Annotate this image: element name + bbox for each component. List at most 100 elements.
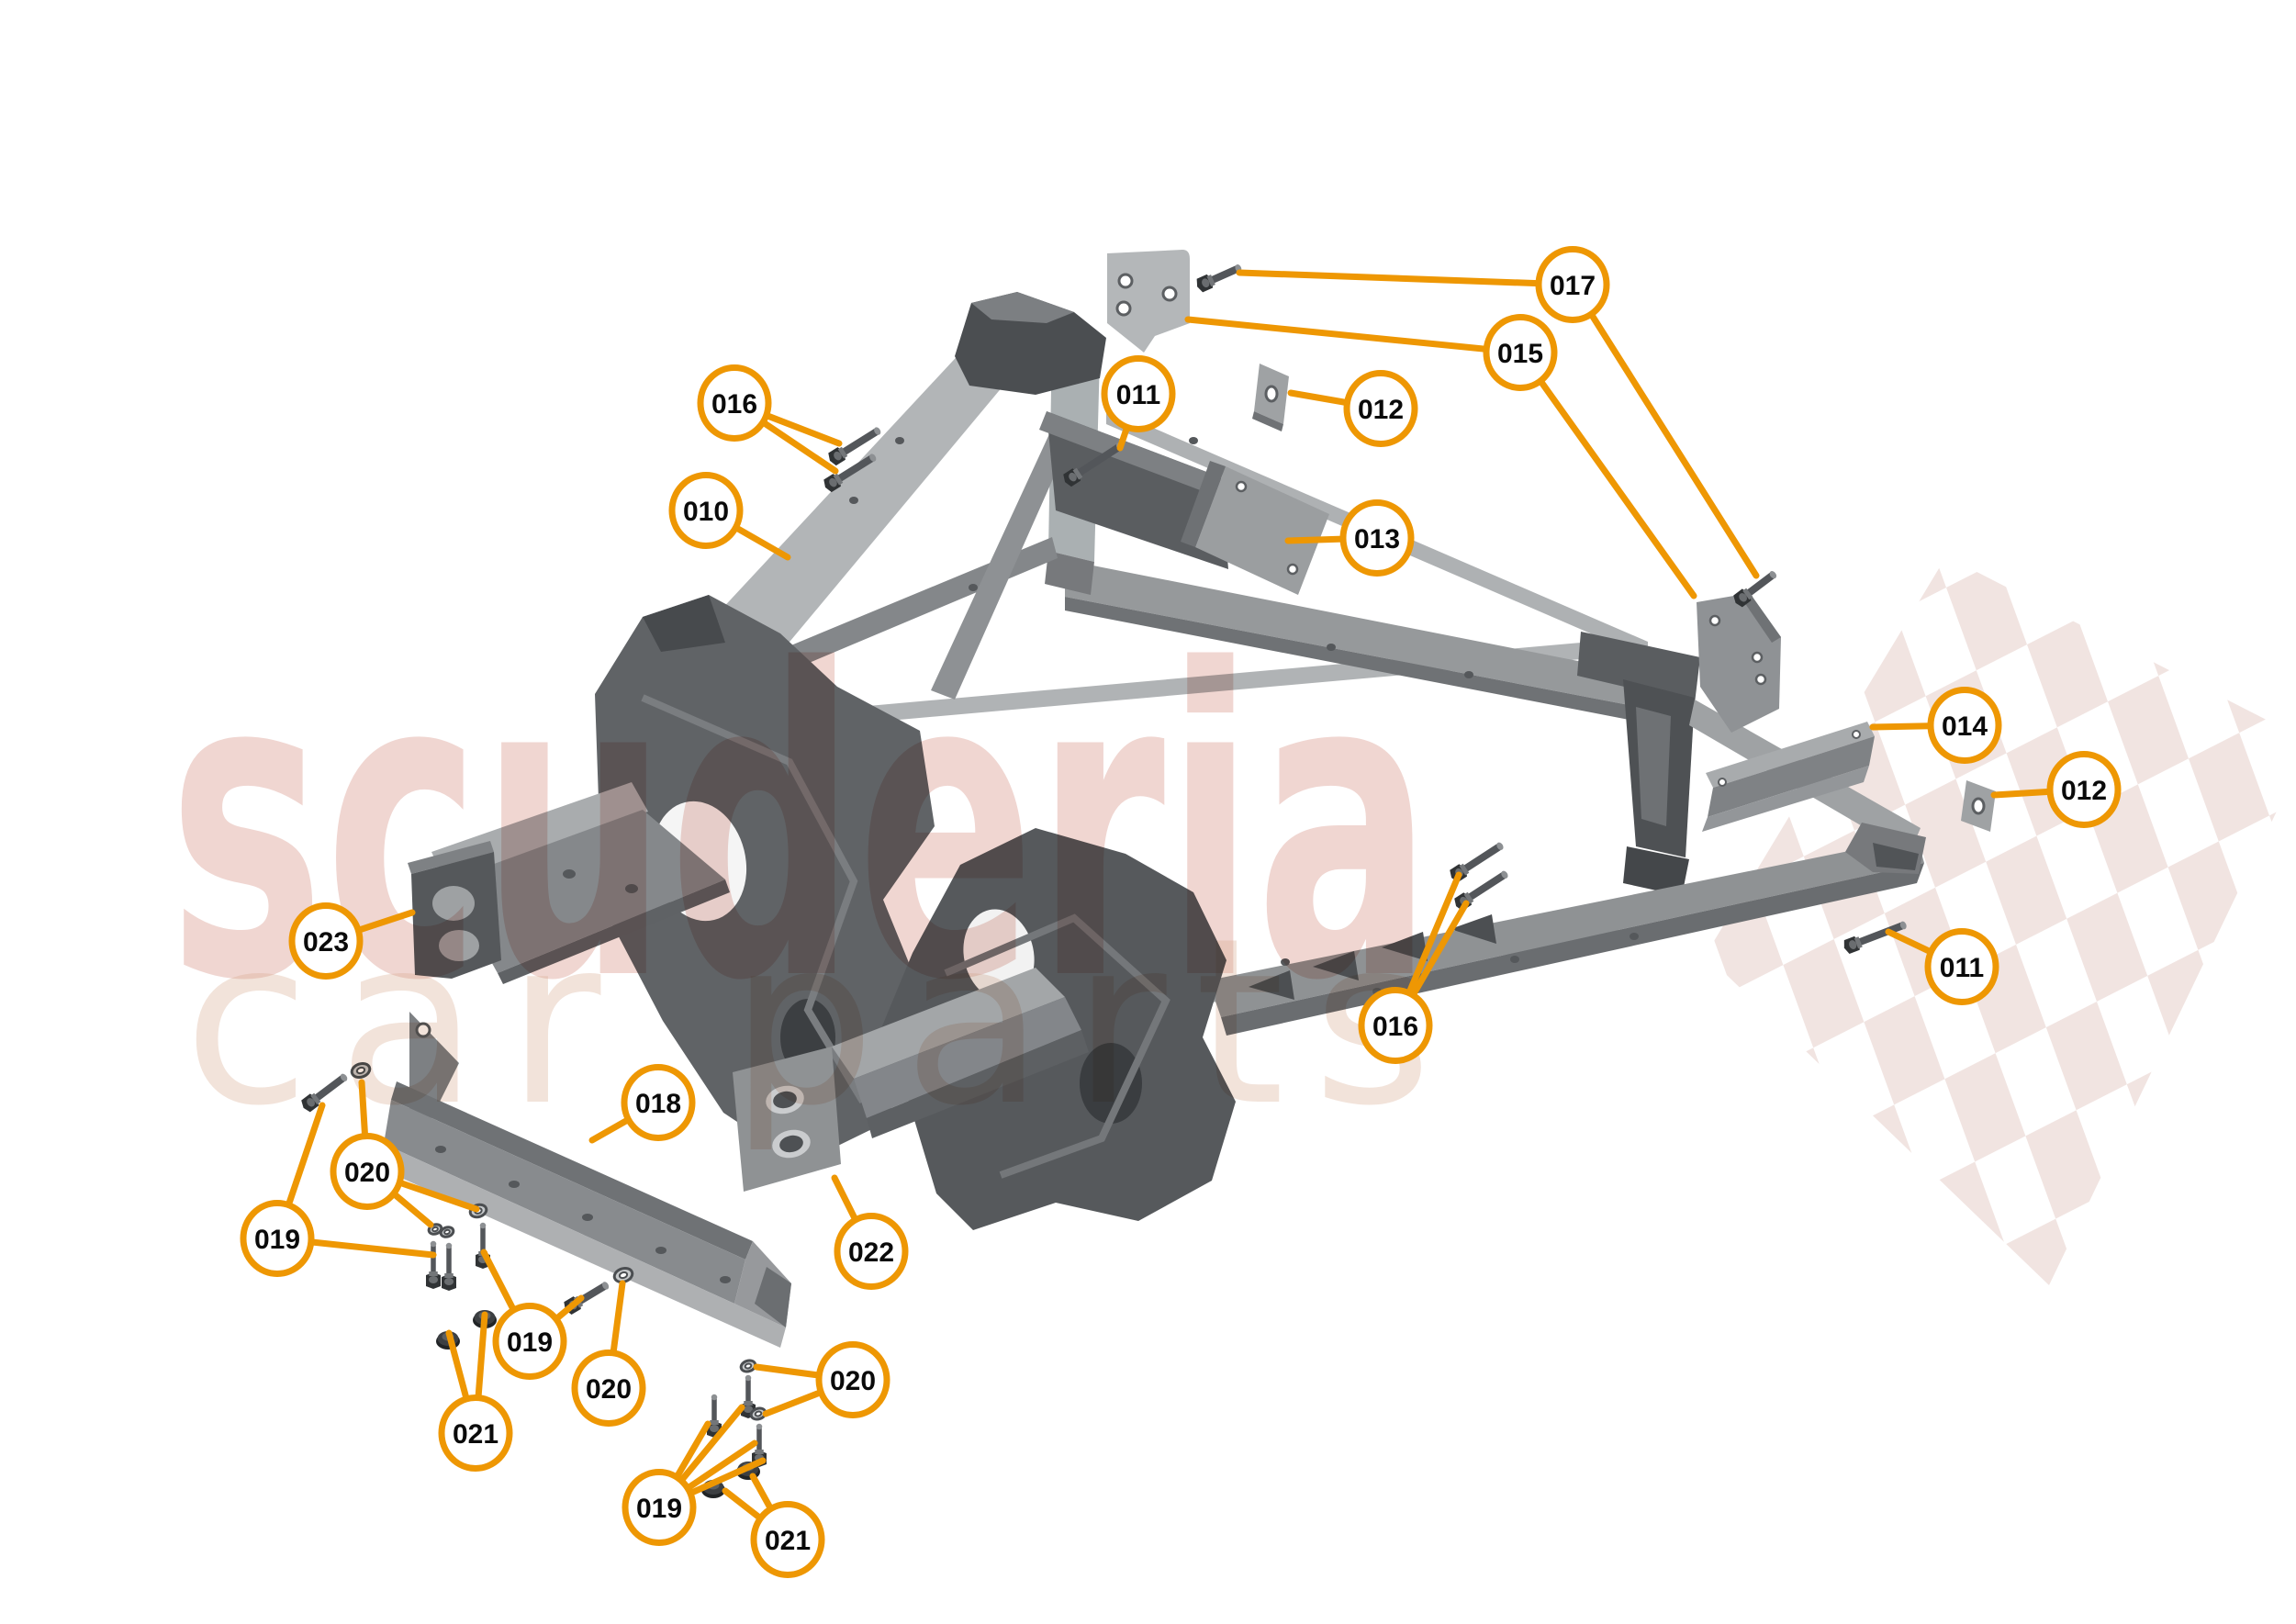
- hex-bolt: [823, 454, 877, 493]
- leader-line-020: [390, 1190, 434, 1228]
- beam-hole: [625, 884, 638, 893]
- callout-023[interactable]: 023: [288, 902, 364, 980]
- callout-circle[interactable]: [492, 1303, 567, 1380]
- callout-013[interactable]: 013: [1339, 499, 1415, 577]
- leader-line-014: [1869, 722, 1933, 731]
- callout-circle[interactable]: [330, 1133, 405, 1210]
- rail-gusset: [1313, 951, 1359, 980]
- leader-line-016: [763, 412, 843, 447]
- bracket-hole: [1161, 286, 1178, 302]
- hex-bolt: [1843, 921, 1907, 955]
- callout-circle[interactable]: [834, 1213, 909, 1290]
- callout-019[interactable]: 019: [240, 1200, 315, 1277]
- callout-011[interactable]: 011: [1101, 355, 1176, 432]
- callout-circle[interactable]: [1927, 687, 2002, 764]
- rail-upper-wide-underside: [1065, 597, 1648, 723]
- callout-015[interactable]: 015: [1483, 314, 1558, 391]
- leader-line-018: [588, 1116, 632, 1144]
- callout-circle[interactable]: [621, 1064, 696, 1141]
- callout-number: 012: [2061, 776, 2107, 806]
- tower-cap: [1577, 632, 1700, 703]
- callout-011[interactable]: 011: [1924, 928, 1999, 1005]
- callout-number: 018: [635, 1089, 681, 1119]
- callout-circle[interactable]: [622, 1469, 697, 1546]
- callout-number: 019: [636, 1494, 682, 1524]
- washer-ring: [350, 1061, 372, 1080]
- callout-012[interactable]: 012: [2046, 751, 2122, 828]
- callout-021[interactable]: 021: [750, 1501, 825, 1578]
- callout-010[interactable]: 010: [668, 472, 744, 549]
- callout-020[interactable]: 020: [330, 1133, 405, 1210]
- callout-number: 021: [453, 1419, 498, 1450]
- hex-bolt: [1733, 571, 1777, 608]
- bracket-hole: [1751, 651, 1764, 664]
- callout-circle[interactable]: [1339, 499, 1415, 577]
- part-015-017-lower-fold: [1744, 593, 1781, 643]
- callout-019[interactable]: 019: [622, 1469, 697, 1546]
- callout-020[interactable]: 020: [815, 1341, 890, 1418]
- callout-circle[interactable]: [1483, 314, 1558, 391]
- callout-circle[interactable]: [1343, 370, 1418, 447]
- part-013-hole: [1235, 480, 1248, 493]
- callout-020[interactable]: 020: [571, 1350, 646, 1427]
- callout-circle[interactable]: [697, 364, 772, 442]
- leader-line-019: [688, 1457, 767, 1496]
- mount-box-top: [1039, 411, 1221, 494]
- callout-circle[interactable]: [1358, 987, 1433, 1064]
- callout-circle[interactable]: [2046, 751, 2122, 828]
- leader-line-015: [1184, 316, 1489, 353]
- part-014-channel-web: [1708, 736, 1875, 817]
- watermark: scuderia car parts: [168, 582, 1433, 1156]
- rail-upper-wide: [1065, 560, 1648, 709]
- callout-014[interactable]: 014: [1927, 687, 2002, 764]
- part-022-beam-top: [832, 968, 1065, 1079]
- callout-022[interactable]: 022: [834, 1213, 909, 1290]
- washer-ring: [612, 1266, 634, 1284]
- leader-line-011: [1885, 928, 1934, 956]
- aframe-right-beam-base: [1045, 551, 1094, 595]
- bumper-beam-underside: [498, 879, 730, 984]
- callout-number: 020: [830, 1366, 876, 1396]
- callout-016[interactable]: 016: [1358, 987, 1433, 1064]
- callout-circle[interactable]: [1924, 928, 1999, 1005]
- callout-number: 017: [1550, 271, 1596, 301]
- rivet-dots: [849, 437, 1639, 995]
- leader-line-020: [753, 1363, 822, 1379]
- leader-line-020: [610, 1280, 626, 1357]
- leader-line-023: [355, 909, 416, 934]
- leader-line-013: [1284, 535, 1346, 544]
- callout-019[interactable]: 019: [492, 1303, 567, 1380]
- part-023-hole-1: [432, 886, 475, 921]
- callout-021[interactable]: 021: [438, 1394, 513, 1472]
- part-018-hole: [582, 1214, 593, 1221]
- callout-circle[interactable]: [750, 1501, 825, 1578]
- callout-circle[interactable]: [438, 1394, 513, 1472]
- lower-lattice-ribs: [944, 913, 1170, 1179]
- left-lattice-ribs: [641, 694, 867, 1104]
- callout-012[interactable]: 012: [1343, 370, 1418, 447]
- callout-circle[interactable]: [815, 1341, 890, 1418]
- callout-circle[interactable]: [1101, 355, 1176, 432]
- part-022-hole-2-inner: [779, 1135, 803, 1153]
- tower-face: [1636, 707, 1671, 826]
- left-lattice-cap: [643, 595, 725, 652]
- callout-016[interactable]: 016: [697, 364, 772, 442]
- part-014-hole: [1718, 778, 1727, 787]
- callout-017[interactable]: 017: [1535, 246, 1610, 323]
- callout-circle[interactable]: [571, 1350, 646, 1427]
- callout-018[interactable]: 018: [621, 1064, 696, 1141]
- leader-line-019: [673, 1420, 711, 1481]
- callout-circle[interactable]: [668, 472, 744, 549]
- callout-circle[interactable]: [288, 902, 364, 980]
- callout-circle[interactable]: [1535, 246, 1610, 323]
- rail-gusset: [1450, 914, 1496, 944]
- callout-number: 011: [1940, 953, 1984, 983]
- leader-line-019: [678, 1404, 745, 1484]
- leader-line-016: [1409, 900, 1470, 999]
- part-018-hole: [655, 1247, 666, 1254]
- callout-circle[interactable]: [240, 1200, 315, 1277]
- leader-line-010: [733, 524, 791, 561]
- part-018-base-flange: [375, 1144, 786, 1348]
- leader-line-022: [831, 1174, 859, 1224]
